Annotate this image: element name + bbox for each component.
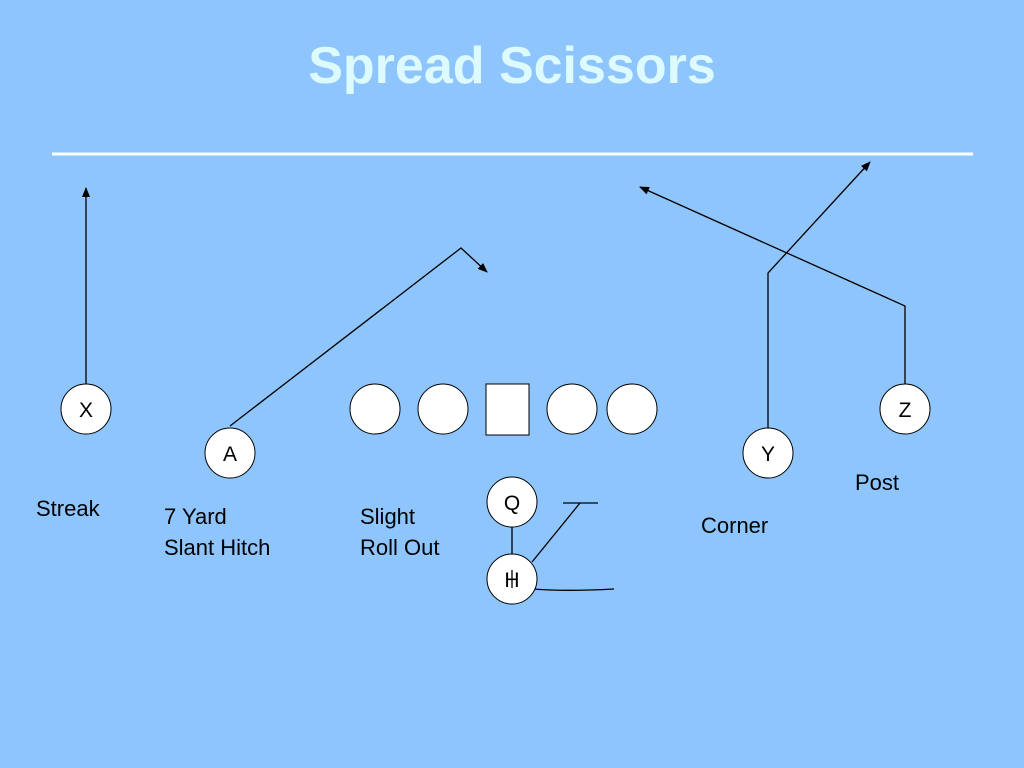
route-label-streak-text: Streak <box>36 496 100 521</box>
route-label-roll-out: Slight Roll Out <box>360 501 439 563</box>
player-z-label: Z <box>899 399 912 422</box>
player-y: Y <box>742 427 794 479</box>
h-diagonal-route <box>531 502 581 563</box>
route-label-corner: Corner <box>701 510 768 541</box>
route-label-roll-out-line2: Roll Out <box>360 535 440 560</box>
right-guard <box>546 383 598 435</box>
route-label-post-text: Post <box>855 470 900 495</box>
route-label-slant-hitch: 7 Yard Slant Hitch <box>164 501 270 563</box>
route-label-streak: Streak <box>36 493 100 524</box>
route-label-post: Post <box>855 467 899 498</box>
player-x-label: X <box>79 399 93 422</box>
a-slant-hitch-route <box>229 247 488 427</box>
right-tackle <box>606 383 658 435</box>
route-label-corner-text: Corner <box>701 513 769 538</box>
slide-title: Spread Scissors <box>308 37 716 95</box>
y-corner-route <box>767 161 871 428</box>
left-tackle <box>349 383 401 435</box>
player-x: X <box>60 383 112 435</box>
player-y-label: Y <box>761 443 775 466</box>
route-label-roll-out-line1: Slight <box>360 504 416 529</box>
player-q-label: Q <box>504 492 520 515</box>
left-guard <box>417 383 469 435</box>
player-a-label: A <box>223 443 237 466</box>
player-q: Q <box>486 476 538 528</box>
route-label-slant-hitch-line1: 7 Yard <box>164 504 227 529</box>
player-h: H <box>486 553 538 605</box>
route-label-slant-hitch-line2: Slant Hitch <box>164 535 271 560</box>
player-z: Z <box>879 383 931 435</box>
z-post-route <box>639 186 906 384</box>
center <box>485 383 530 436</box>
player-a: A <box>204 427 256 479</box>
